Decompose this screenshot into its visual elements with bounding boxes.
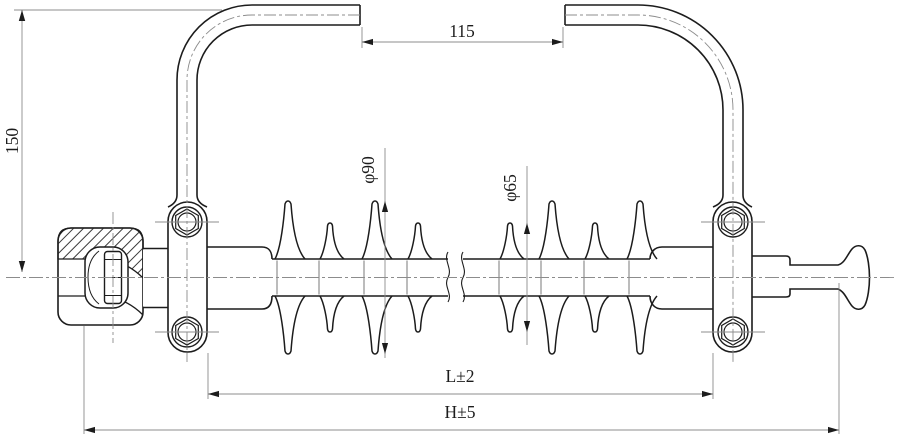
ext-115 [361,27,564,48]
weather-sheds [274,200,658,355]
dim-H-label: H±5 [445,402,476,422]
dim-phi90-label: φ90 [358,156,378,184]
dim-150-label: 150 [2,128,22,155]
ext-L [207,353,714,399]
dimension-arrows [18,10,839,434]
break-lines [446,251,465,303]
arcing-horn-right [564,4,753,208]
insulator-core [272,258,650,297]
dim-115-label: 115 [449,21,475,41]
dim-phi65-label: φ65 [500,174,520,202]
dimension-lines [14,9,840,434]
end-fitting-right [649,246,713,310]
dimension-labels: 115 150 φ90 φ65 L±2 H±5 [2,21,520,422]
dim-L-label: L±2 [445,366,474,386]
horn-bracket-left [167,201,208,353]
arcing-horn-left [167,4,361,208]
center-lines [6,14,897,362]
ext-H [83,283,840,434]
horn-bracket-right [712,201,753,353]
end-fitting-left [207,246,273,310]
